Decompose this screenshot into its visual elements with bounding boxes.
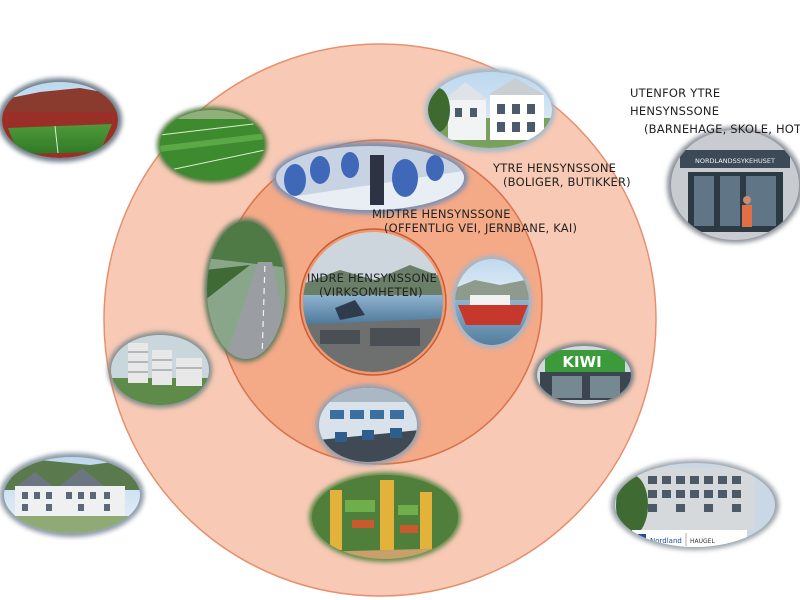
outer-zone-examples: (BOLIGER, BUTIKKER) bbox=[503, 175, 631, 189]
stadium-photo bbox=[0, 78, 122, 162]
middle-zone-examples: (OFFENTLIG VEI, JERNBANE, KAI) bbox=[384, 221, 578, 235]
outside-zone-examples: (BARNEHAGE, SKOLE, HOT bbox=[644, 122, 800, 136]
middle-zone-label: MIDTRE HENSYNSSONE (OFFENTLIG VEI, JERNB… bbox=[372, 207, 577, 235]
apartment-blocks-photo bbox=[108, 332, 212, 408]
nordland-logo-text: Nordland bbox=[650, 537, 682, 545]
outer-zone-title: YTRE HENSYNSSONE bbox=[493, 161, 617, 175]
kiwi-store-sign-text: KIWI bbox=[562, 353, 601, 371]
inner-zone-examples: (VIRKSOMHETEN) bbox=[319, 285, 423, 299]
outer-zone-label: YTRE HENSYNSSONE (BOLIGER, BUTIKKER) bbox=[493, 161, 631, 189]
outside-zone-label: UTENFOR YTRE HENSYNSSONE (BARNEHAGE, SKO… bbox=[630, 86, 800, 136]
inner-zone-title: INDRE HENSYNSSONE bbox=[307, 271, 438, 285]
football-field-photo bbox=[157, 107, 267, 183]
hotel-photo bbox=[0, 453, 144, 537]
residential-house-photo bbox=[425, 68, 555, 152]
grocery-store-photo: KIWI bbox=[534, 343, 634, 407]
ferry-photo bbox=[452, 256, 532, 348]
outside-zone-title-line1: UTENFOR YTRE bbox=[630, 86, 721, 100]
office-workers-photo bbox=[272, 142, 468, 214]
care-home-sign-text: NORDLANDSSYKEHUSET bbox=[695, 157, 775, 165]
school-building-photo: Nordland HAUGEL bbox=[611, 460, 779, 550]
outside-zone-title-line2: HENSYNSSONE bbox=[630, 104, 720, 118]
haugel-logo-text: HAUGEL bbox=[690, 538, 715, 545]
playground-photo bbox=[309, 472, 461, 562]
care-home-photo: NORDLANDSSYKEHUSET bbox=[667, 127, 800, 243]
inner-zone-label: INDRE HENSYNSSONE (VIRKSOMHETEN) bbox=[307, 271, 437, 299]
road-photo bbox=[204, 218, 288, 362]
middle-zone-title: MIDTRE HENSYNSSONE bbox=[372, 207, 511, 221]
control-room-photo bbox=[316, 385, 420, 465]
